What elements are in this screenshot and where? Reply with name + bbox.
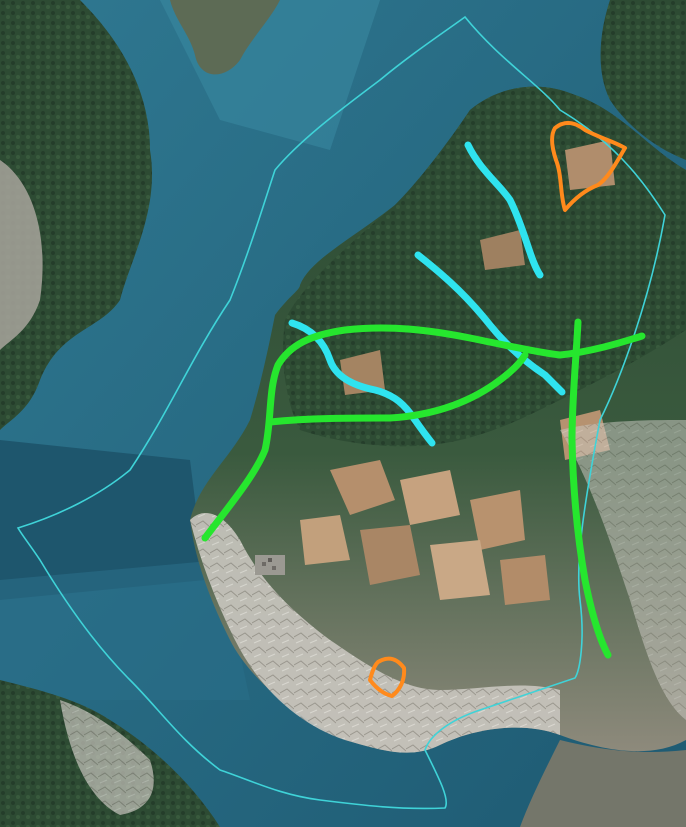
orange-zone-north[interactable] xyxy=(550,121,627,212)
cyan-route-north[interactable] xyxy=(464,141,544,279)
water-shade-west xyxy=(0,440,205,600)
study-area-boundary[interactable] xyxy=(16,15,666,810)
southwest-cliffs xyxy=(60,700,154,815)
green-route-east[interactable] xyxy=(568,318,612,659)
green-routes[interactable] xyxy=(201,318,646,659)
southeast-land xyxy=(520,740,686,827)
village xyxy=(255,555,285,575)
eastern-cliffs xyxy=(560,420,686,720)
northeast-land xyxy=(600,0,686,160)
green-route-main[interactable] xyxy=(201,324,646,542)
north-islet xyxy=(170,0,280,75)
orange-zones[interactable] xyxy=(368,121,627,698)
west-shore-cliffs xyxy=(0,160,43,350)
orange-zone-south[interactable] xyxy=(368,656,407,698)
west-shore-land xyxy=(0,0,153,430)
cyan-route-west[interactable] xyxy=(288,319,436,447)
southern-cliffs xyxy=(190,512,560,753)
green-route-loop[interactable] xyxy=(266,351,529,426)
